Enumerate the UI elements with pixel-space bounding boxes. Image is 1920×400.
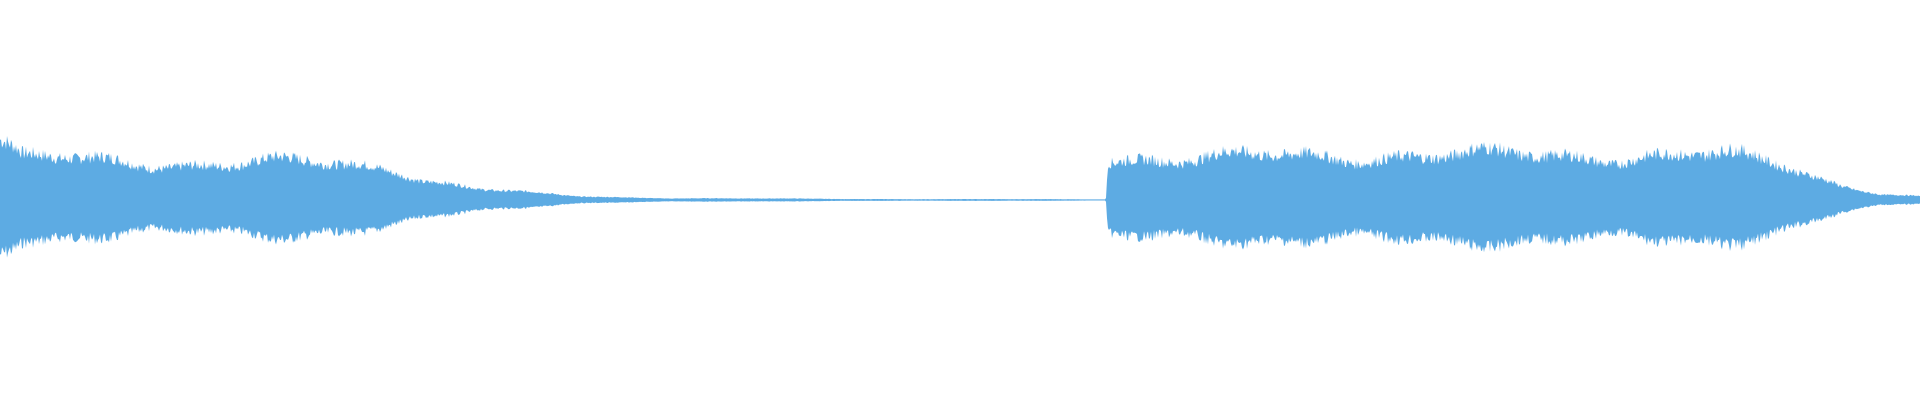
waveform-path xyxy=(0,135,1920,258)
